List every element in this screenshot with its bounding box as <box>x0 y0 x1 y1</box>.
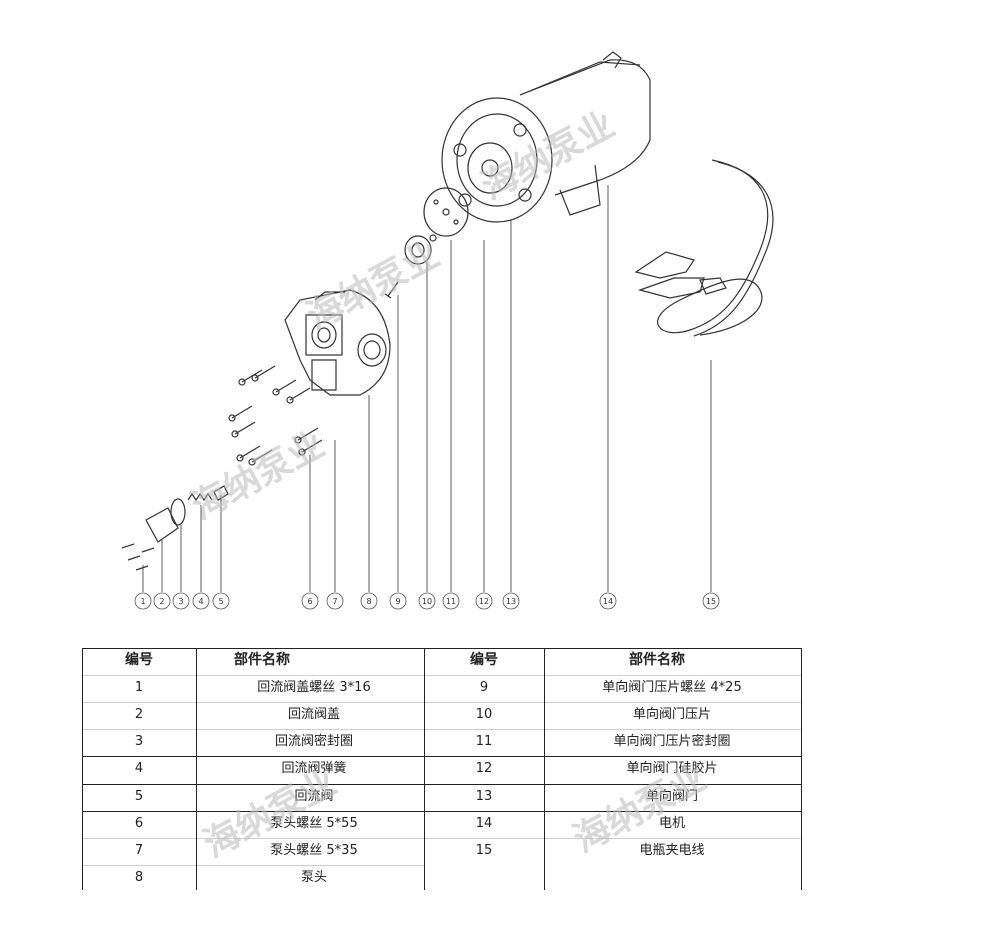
watermark: 海纳泵业 <box>197 762 343 866</box>
callout-7: 7 <box>332 597 337 606</box>
callout-2: 2 <box>159 597 164 606</box>
part-number: 2 <box>134 707 144 722</box>
part-number: 13 <box>475 789 493 804</box>
callout-14: 14 <box>603 597 613 606</box>
part-number: 1 <box>134 680 144 695</box>
part-number: 6 <box>134 816 144 831</box>
part-number: 5 <box>134 789 144 804</box>
callout-8: 8 <box>366 597 371 606</box>
watermark: 海纳泵业 <box>475 104 621 208</box>
part-name: 泵头螺丝 5*35 <box>270 843 358 858</box>
part-number: 4 <box>134 761 144 776</box>
callout-markers <box>134 592 720 610</box>
part-number: 7 <box>134 843 144 858</box>
part-number: 3 <box>134 734 144 749</box>
part-number: 9 <box>479 680 489 695</box>
motor <box>441 51 651 223</box>
check-valve-pressure-plate <box>404 235 432 265</box>
callout-15: 15 <box>706 597 716 606</box>
callout-3: 3 <box>178 597 183 606</box>
return-valve-seal <box>170 498 186 526</box>
part-number: 14 <box>475 816 493 831</box>
battery-clamp-cable <box>634 159 774 337</box>
return-valve-cover-screws <box>121 543 155 571</box>
watermark: 海纳泵业 <box>567 757 713 861</box>
pressure-plate-seal <box>429 234 437 242</box>
part-number: 12 <box>475 761 493 776</box>
header-part-number-left: 编号 <box>125 652 153 668</box>
parts-table: 编号 部件名称 编号 部件名称 1 回流阀盖螺丝 3*16 2 回流阀盖 3 回… <box>82 648 802 890</box>
leader-lines <box>142 185 712 592</box>
part-number: 10 <box>475 707 493 722</box>
part-name: 回流阀弹簧 <box>281 761 347 776</box>
part-name: 电瓶夹电线 <box>639 843 705 858</box>
part-number: 15 <box>475 843 493 858</box>
part-name: 回流阀盖 <box>287 707 341 722</box>
part-name: 泵头 <box>300 870 328 885</box>
callout-5: 5 <box>218 597 223 606</box>
part-number: 11 <box>475 734 493 749</box>
table-watermarks: 海纳泵业 海纳泵业 <box>197 757 713 866</box>
watermark: 海纳泵业 <box>185 424 331 528</box>
part-name: 单向阀门硅胶片 <box>626 761 718 776</box>
header-part-number-right: 编号 <box>470 652 498 668</box>
part-name: 回流阀密封圈 <box>274 734 354 749</box>
header-part-name-left: 部件名称 <box>234 652 290 668</box>
pressure-plate-screw <box>384 281 399 299</box>
watermark: 海纳泵业 <box>300 234 446 338</box>
part-name: 单向阀门 <box>645 789 699 804</box>
part-name: 回流阀盖螺丝 3*16 <box>257 680 371 695</box>
callout-1: 1 <box>140 597 145 606</box>
callout-9: 9 <box>395 597 400 606</box>
pump-head-screws <box>228 365 323 466</box>
callout-10: 10 <box>422 597 432 606</box>
part-name: 电机 <box>658 816 686 831</box>
pump-head <box>284 289 391 396</box>
part-name: 回流阀 <box>294 789 334 804</box>
part-name: 单向阀门压片 <box>632 707 712 722</box>
callout-6: 6 <box>307 597 312 606</box>
callout-11: 11 <box>446 597 456 606</box>
part-name: 单向阀门压片螺丝 4*25 <box>602 680 742 695</box>
check-valve-silicone-disc <box>423 187 469 237</box>
return-valve <box>213 485 229 501</box>
callout-12: 12 <box>479 597 489 606</box>
return-valve-cover <box>145 507 179 543</box>
header-part-name-right: 部件名称 <box>629 652 685 668</box>
part-name: 泵头螺丝 5*55 <box>270 816 358 831</box>
callout-4: 4 <box>198 597 203 606</box>
return-valve-spring <box>187 492 213 502</box>
part-number: 8 <box>134 870 144 885</box>
part-name: 单向阀门压片密封圈 <box>613 734 731 749</box>
callout-13: 13 <box>506 597 516 606</box>
exploded-parts-diagram: 1 2 3 4 5 6 7 8 9 10 11 12 13 14 15 海纳泵业… <box>121 51 774 610</box>
